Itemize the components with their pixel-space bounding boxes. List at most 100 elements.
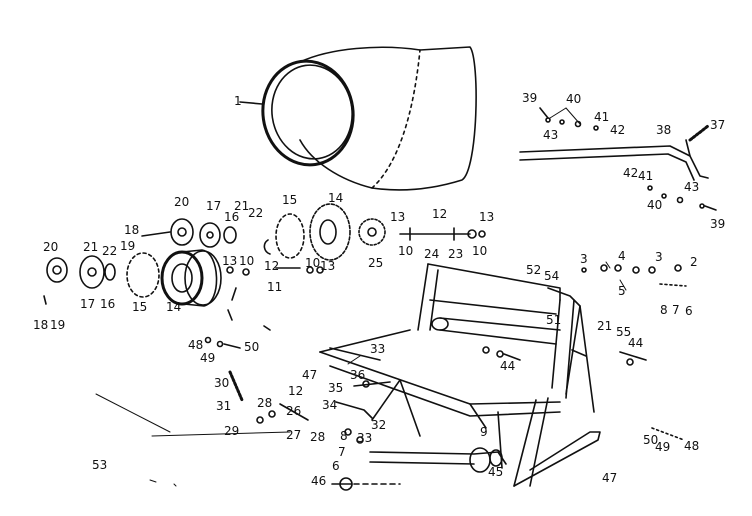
callout-26: 26 [286,404,302,418]
callout-7: 7 [672,303,680,317]
callout-10c: 10 [239,254,255,268]
callout-7b: 7 [338,445,346,459]
callout-20b: 20 [43,240,59,254]
callout-28b: 28 [310,430,326,444]
callout-50b: 50 [643,433,659,447]
callout-35: 35 [328,381,344,395]
callout-16: 16 [224,210,240,224]
callout-13: 13 [390,210,406,224]
axle-assembly [331,447,507,491]
callout-34: 34 [322,398,338,412]
callout-48: 48 [188,338,204,352]
callout-43: 43 [543,128,559,142]
callout-55: 55 [616,325,632,339]
callout-33: 33 [370,342,386,356]
callout-20: 20 [174,195,190,209]
callout-12b: 12 [264,259,280,273]
left-hardware [204,325,271,349]
callout-42: 42 [610,123,626,137]
callout-12c: 12 [288,384,304,398]
callout-33b: 33 [357,431,373,445]
callout-24: 24 [424,247,440,261]
callout-13c: 13 [222,254,238,268]
callout-44b: 44 [500,359,516,373]
callout-13b: 13 [479,210,495,224]
callout-18: 18 [124,223,140,237]
callout-39b: 39 [710,217,726,231]
handle-hardware-bottom [647,185,717,211]
callout-17b: 17 [80,297,96,311]
callout-32: 32 [371,418,387,432]
callout-8b: 8 [340,429,348,443]
callout-28: 28 [257,396,273,410]
callout-36: 36 [350,368,366,382]
tilt-linkage [227,287,391,444]
shaft-assembly [358,218,486,246]
callout-49: 49 [200,351,216,365]
callout-43b: 43 [684,180,700,194]
callout-22: 22 [248,206,264,220]
callout-23: 23 [448,247,464,261]
callout-39: 39 [522,91,538,105]
callout-6b: 6 [332,459,340,473]
callout-18b: 18 [33,318,49,332]
callout-45: 45 [488,465,504,479]
callout-22b: 22 [102,244,118,258]
callout-16b: 16 [100,297,116,311]
callout-10: 10 [398,244,414,258]
callout-14b: 14 [166,300,182,314]
callout-21c: 21 [597,319,613,333]
callout-41b: 41 [638,169,654,183]
callout-53: 53 [92,458,108,472]
callout-11: 11 [267,280,283,294]
stand-frame [319,263,601,487]
callout-8: 8 [660,303,668,317]
callout-12: 12 [432,207,448,221]
callout-44: 44 [628,336,644,350]
callout-10d: 10 [305,256,321,270]
callout-19: 19 [120,239,136,253]
callout-19b: 19 [50,318,66,332]
callout-4: 4 [618,249,626,263]
callout-6: 6 [685,304,693,318]
callout-41: 41 [594,110,610,124]
callout-47b: 47 [602,471,618,485]
callout-52: 52 [526,263,542,277]
callout-21: 21 [234,199,250,213]
callout-17: 17 [206,199,222,213]
callout-14: 14 [328,191,344,205]
callout-1: 1 [234,94,242,108]
callout-30: 30 [214,376,230,390]
callout-3b: 3 [655,250,663,264]
spacer-hardware [226,239,324,276]
callout-10b: 10 [472,244,488,258]
callout-21b: 21 [83,240,99,254]
callout-38: 38 [656,123,672,137]
callout-50: 50 [244,340,260,354]
callout-42b: 42 [623,166,639,180]
callout-37: 37 [710,118,726,132]
callout-40: 40 [566,92,582,106]
callout-49b: 49 [655,440,671,454]
callout-54: 54 [544,269,560,283]
callout-27: 27 [286,428,302,442]
callout-3: 3 [580,252,588,266]
callout-9: 9 [480,425,488,439]
callout-13d: 13 [320,259,336,273]
callout-31: 31 [216,399,232,413]
callout-29: 29 [224,424,240,438]
mixer-drum [239,46,477,191]
callout-5: 5 [618,284,626,298]
leader-lines [95,107,627,487]
callout-40b: 40 [647,198,663,212]
callout-25: 25 [368,256,384,270]
callout-2: 2 [690,255,698,269]
callout-47: 47 [302,368,318,382]
callout-46: 46 [311,474,327,488]
callout-15: 15 [282,193,298,207]
callout-51: 51 [546,313,562,327]
callout-15b: 15 [132,300,148,314]
tilt-handle [519,124,710,181]
